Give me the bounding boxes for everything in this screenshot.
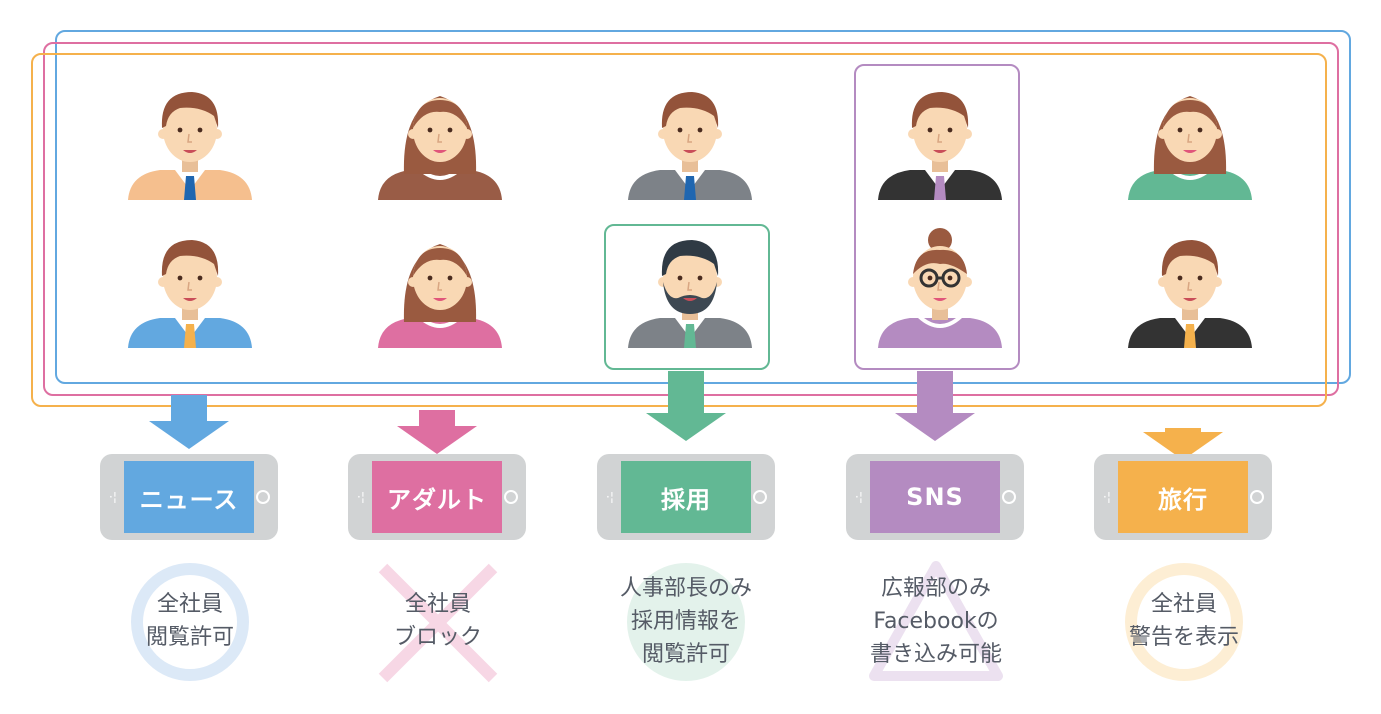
- caption-line: ブロック: [393, 625, 482, 650]
- category-screen-sns: SNS: [870, 461, 1000, 533]
- category-label: 旅行: [1158, 485, 1208, 514]
- down-arrow-icon: [1143, 408, 1223, 460]
- category-screen-travel: 旅行: [1118, 461, 1248, 533]
- employee-woman-glasses-pr-icon: [870, 226, 1010, 356]
- allow-circle-icon: [131, 563, 249, 681]
- speaker-icon: ·¦: [357, 490, 365, 504]
- limited-triangle-icon: [869, 561, 1003, 681]
- caption-travel: 全社員 警告を表示: [1074, 588, 1294, 654]
- caption-line: 全社員: [1150, 592, 1217, 617]
- down-arrow-icon: [895, 370, 975, 441]
- caption-line: 採用情報を: [630, 609, 741, 634]
- home-button-icon: [753, 490, 767, 504]
- phone-adult[interactable]: ·¦ アダルト: [348, 454, 526, 540]
- category-screen-news: ニュース: [124, 461, 254, 533]
- home-button-icon: [256, 490, 270, 504]
- employee-man-gray-suit-icon: [620, 78, 760, 208]
- down-arrow-icon: [646, 370, 726, 441]
- allow-circle-icon: [627, 563, 745, 681]
- speaker-icon: ·¦: [109, 490, 117, 504]
- phone-recruit[interactable]: ·¦ 採用: [597, 454, 775, 540]
- employee-man-dark-suit-icon: [1120, 226, 1260, 356]
- caption-line: 書き込み可能: [869, 642, 1002, 667]
- caption-news: 全社員 閲覧許可: [80, 588, 300, 654]
- home-button-icon: [504, 490, 518, 504]
- employee-woman-brown-sweater-icon: [370, 78, 510, 208]
- employee-man-blue-suit-icon: [120, 226, 260, 356]
- category-label: ニュース: [139, 485, 239, 514]
- phone-news[interactable]: ·¦ ニュース: [100, 454, 278, 540]
- category-screen-adult: アダルト: [372, 461, 502, 533]
- down-arrow-icon: [397, 396, 477, 454]
- phone-sns[interactable]: ·¦ SNS: [846, 454, 1024, 540]
- speaker-icon: ·¦: [1103, 490, 1111, 504]
- employee-woman-pink-sweater-icon: [370, 226, 510, 356]
- category-label: アダルト: [387, 485, 487, 514]
- pr-department-group: [854, 64, 1020, 370]
- speaker-icon: ·¦: [855, 490, 863, 504]
- caption-line: Facebookの: [873, 609, 999, 634]
- category-screen-recruit: 採用: [621, 461, 751, 533]
- caption-line: 全社員: [156, 592, 223, 617]
- hr-head-group: [604, 224, 770, 370]
- warning-circle-icon: [1125, 563, 1243, 681]
- caption-line: 広報部のみ: [880, 576, 991, 601]
- caption-line: 閲覧許可: [145, 625, 234, 650]
- home-button-icon: [1250, 490, 1264, 504]
- caption-line: 人事部長のみ: [619, 576, 752, 601]
- block-cross-icon: [378, 563, 498, 683]
- employee-man-peach-suit-icon: [120, 78, 260, 208]
- employee-man-black-suit-icon: [870, 78, 1010, 208]
- employee-woman-green-sweater-icon: [1120, 78, 1260, 208]
- phone-travel[interactable]: ·¦ 旅行: [1094, 454, 1272, 540]
- category-label: 採用: [661, 485, 711, 514]
- category-label: SNS: [906, 483, 964, 511]
- home-button-icon: [1002, 490, 1016, 504]
- caption-sns: 広報部のみ Facebookの 書き込み可能: [826, 572, 1046, 671]
- caption-line: 閲覧許可: [641, 642, 730, 667]
- caption-line: 警告を表示: [1128, 625, 1239, 650]
- employee-bearded-man-hr-head-icon: [620, 226, 760, 356]
- speaker-icon: ·¦: [606, 490, 614, 504]
- caption-line: 全社員: [404, 592, 471, 617]
- down-arrow-icon: [149, 386, 229, 449]
- caption-recruit: 人事部長のみ 採用情報を 閲覧許可: [576, 572, 796, 671]
- caption-adult: 全社員 ブロック: [328, 588, 548, 654]
